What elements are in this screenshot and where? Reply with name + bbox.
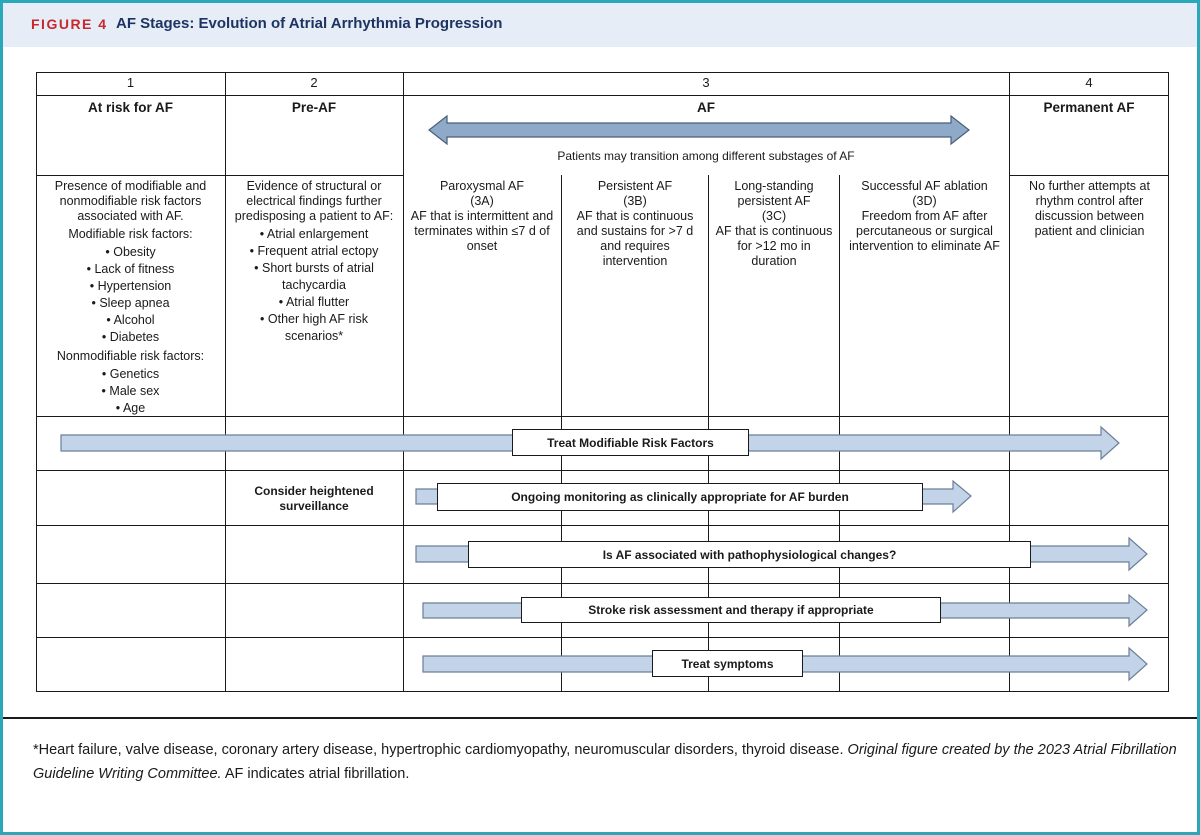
pathophysiology-label: Is AF associated with pathophysiological… [468, 541, 1031, 568]
stage-name-2: Pre-AF [291, 100, 337, 115]
stroke-risk-label: Stroke risk assessment and therapy if ap… [521, 597, 941, 623]
modifiable-heading: Modifiable risk factors: [68, 227, 193, 241]
substage-description: AF that is continuous for >12 mo in dura… [715, 224, 833, 268]
stage1-description: Presence of modifiable and nonmodifiable… [43, 179, 218, 417]
figure-header: FIGURE 4 AF Stages: Evolution of Atrial … [3, 3, 1197, 47]
list-item: Frequent atrial ectopy [231, 243, 397, 260]
list-item: Genetics [43, 366, 218, 383]
ongoing-monitoring-label: Ongoing monitoring as clinically appropr… [437, 483, 923, 511]
list-item: Male sex [43, 383, 218, 400]
substage-name: Long-standing persistent AF [734, 179, 814, 208]
substage-code: (3B) [623, 194, 647, 208]
list-item: Sleep apnea [43, 295, 218, 312]
column-number-4: 4 [1085, 75, 1093, 90]
treat-risk-factors-label: Treat Modifiable Risk Factors [512, 429, 749, 456]
substage-transition-arrow [428, 114, 970, 146]
list-item: Diabetes [43, 329, 218, 346]
footnote-abbrev: AF indicates atrial fibrillation. [224, 766, 410, 782]
table-border [36, 72, 1169, 692]
substage-code: (3D) [912, 194, 937, 208]
diagram-graphics [36, 72, 1169, 692]
list-item: Lack of fitness [43, 261, 218, 278]
column-number-2: 2 [310, 75, 318, 90]
figure-title: AF Stages: Evolution of Atrial Arrhythmi… [116, 15, 503, 32]
substage-name: Paroxysmal AF [439, 179, 525, 193]
nonmodifiable-list: Genetics Male sex Age [43, 366, 218, 417]
footnote-credit: Original figure created by the 2023 Atri… [33, 742, 1177, 782]
footnote-text: *Heart failure, valve disease, coronary … [33, 742, 844, 758]
substage-code: (3C) [761, 209, 787, 223]
column-number-3: 3 [702, 75, 710, 90]
list-item: Short bursts of atrial tachycardia [231, 260, 397, 294]
nonmodifiable-heading: Nonmodifiable risk factors: [56, 349, 205, 363]
list-item: Other high AF risk scenarios* [231, 311, 397, 345]
substage-name: Successful AF ablation [861, 179, 988, 193]
footnote: *Heart failure, valve disease, coronary … [33, 738, 1178, 786]
substage-name: Persistent AF [597, 179, 673, 193]
column-number-1: 1 [126, 75, 135, 90]
list-item: Atrial flutter [231, 294, 397, 311]
surveillance-label: Consider heightened surveillance [254, 484, 374, 513]
figure-label: FIGURE 4 [31, 16, 108, 32]
stage-name-3: AF [697, 100, 715, 115]
stage2-intro: Evidence of structural or electrical fin… [234, 179, 394, 223]
stage4-description: No further attempts at rhythm control af… [1029, 179, 1150, 238]
substage-3d: Successful AF ablation (3D) Freedom from… [846, 179, 1003, 254]
stage-name-1: At risk for AF [87, 100, 173, 115]
substage-description: Freedom from AF after percutaneous or su… [849, 209, 1000, 253]
substage-3c: Long-standing persistent AF (3C) AF that… [714, 179, 834, 269]
list-item: Obesity [43, 244, 218, 261]
list-item: Atrial enlargement [231, 226, 397, 243]
substage-3b: Persistent AF (3B) AF that is continuous… [567, 179, 703, 269]
substage-description: AF that is intermittent and terminates w… [410, 209, 554, 253]
stage-name-4: Permanent AF [1043, 100, 1135, 115]
substage-description: AF that is continuous and sustains for >… [576, 209, 694, 268]
substage-3a: Paroxysmal AF (3A) AF that is intermitte… [409, 179, 555, 254]
list-item: Hypertension [43, 278, 218, 295]
stage1-intro: Presence of modifiable and nonmodifiable… [54, 179, 207, 223]
list-item: Alcohol [43, 312, 218, 329]
modifiable-list: Obesity Lack of fitness Hypertension Sle… [43, 244, 218, 346]
list-item: Age [43, 400, 218, 417]
treat-symptoms-label: Treat symptoms [652, 650, 803, 677]
stage2-description: Evidence of structural or electrical fin… [231, 179, 397, 345]
footer-divider [3, 717, 1197, 719]
stage2-list: Atrial enlargement Frequent atrial ectop… [231, 226, 397, 345]
transition-note: Patients may transition among different … [557, 149, 855, 163]
substage-code: (3A) [470, 194, 494, 208]
